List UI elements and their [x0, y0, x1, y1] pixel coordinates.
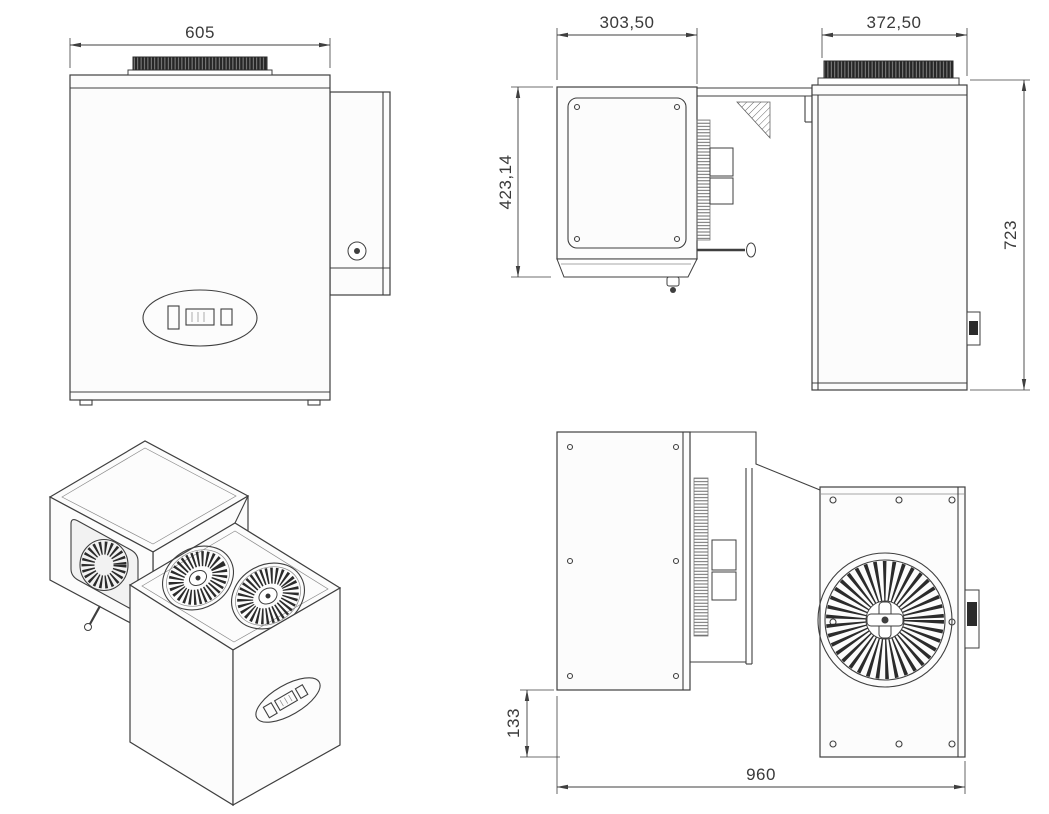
- top-fan-1: [162, 545, 234, 611]
- evaporator-panel: [567, 97, 687, 249]
- evaporator-depth-dimension: 303,50: [556, 13, 698, 84]
- foot: [307, 399, 321, 406]
- front-body: [69, 74, 331, 401]
- top-view: 133 960: [504, 431, 980, 794]
- evaporator-height-dim-label: 423,14: [496, 155, 515, 210]
- condenser-body: [811, 84, 968, 391]
- connection-boxes: [709, 147, 734, 205]
- evaporator-height-dimension: 423,14: [496, 86, 553, 278]
- control-display: [185, 308, 215, 326]
- foot: [79, 399, 93, 406]
- isometric-view: [48, 440, 342, 807]
- front-top-grille: [127, 56, 273, 76]
- bottom-offset-dim-label: 133: [504, 708, 523, 738]
- back-top-grille: [817, 60, 960, 86]
- control-button: [167, 305, 180, 330]
- drain-pipe: [84, 605, 101, 631]
- evaporator-screws: [566, 443, 680, 680]
- junction-box: [966, 311, 981, 346]
- wall-section-hatch: [736, 101, 771, 140]
- panel-screws: [573, 103, 681, 243]
- connection-box: [711, 539, 737, 571]
- bottom-offset-dimension: 133: [504, 689, 560, 758]
- front-side-panel: [329, 91, 391, 296]
- body-front-face: [232, 586, 341, 807]
- condenser-depth-dimension: 372,50: [821, 13, 968, 76]
- unit-height-dimension: 723: [970, 79, 1030, 391]
- overall-depth-dimension: 960: [556, 696, 966, 794]
- unit-height-dim-label: 723: [1001, 220, 1020, 250]
- inner-fan-icon: [81, 541, 127, 589]
- condenser-depth-dim-label: 372,50: [867, 13, 922, 32]
- front-view: 605: [69, 23, 391, 406]
- overall-depth-dim-label: 960: [746, 765, 776, 784]
- coil-fins: [696, 119, 711, 241]
- side-view: 303,50 423,14: [496, 13, 813, 293]
- drip-tray: [556, 258, 698, 293]
- evaporator-depth-dim-label: 303,50: [600, 13, 655, 32]
- junction-box-plan: [964, 589, 980, 649]
- condenser-fan: [817, 552, 953, 688]
- drain-fitting: [666, 276, 680, 287]
- iso-control-panel: [255, 677, 321, 723]
- front-width-dim-label: 605: [185, 23, 215, 42]
- wall-bracket-plan: [690, 431, 821, 665]
- front-width-dimension: 605: [69, 23, 331, 68]
- control-button: [220, 308, 233, 326]
- evaporator-plan: [556, 431, 691, 691]
- connection-box: [711, 571, 737, 601]
- air-outlet-opening: [70, 519, 139, 611]
- back-view: 372,50 723: [811, 13, 1030, 391]
- evaporator-housing: [556, 86, 698, 260]
- fan-guard-icon: [826, 561, 944, 679]
- drain-rod: [697, 242, 756, 258]
- coil-fins-plan: [693, 477, 709, 637]
- wall-mount-flange: [697, 87, 813, 140]
- front-control-panel: [142, 289, 258, 347]
